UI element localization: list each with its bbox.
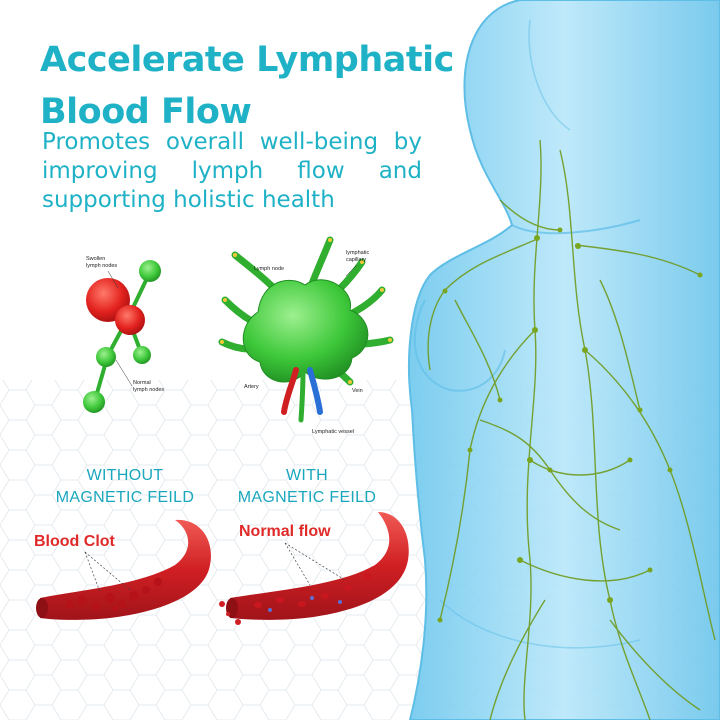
caption-without-field: WITHOUT MAGNETIC FEILD: [40, 465, 210, 509]
caption-without-line-2: MAGNETIC FEILD: [55, 489, 195, 506]
label-swollen-1: Swollen: [86, 256, 105, 262]
vessel-normal-flow: [219, 512, 409, 625]
label-normal-2: lymph nodes: [133, 387, 164, 393]
caption-with-line-1: WITH: [285, 467, 329, 484]
diagram-lymph-node-detail: Lymph node lymphatic capillary Artery Ve…: [218, 236, 394, 435]
subtitle: Promotes overall well-being by improving…: [42, 129, 422, 213]
caption-with-line-2: MAGNETIC FEILD: [237, 489, 377, 506]
caption-without-line-1: WITHOUT: [86, 467, 164, 484]
headline-line-1: Accelerate Lymphatic: [40, 40, 454, 80]
label-swollen-2: lymph nodes: [86, 263, 117, 269]
label-vein: Vein: [352, 388, 363, 394]
lymph-nodes-body: [437, 227, 703, 623]
label-blood-clot: Blood Clot: [34, 533, 115, 550]
label-lymph-node: Lymph node: [254, 266, 284, 272]
label-capillary-1: lymphatic: [346, 250, 369, 256]
label-normal-1: Normal: [133, 380, 151, 386]
vessel-with-clot: [36, 519, 211, 620]
label-normal-flow: Normal flow: [239, 523, 331, 540]
headline: Accelerate Lymphatic Blood Flow: [40, 34, 480, 138]
headline-line-2: Blood Flow: [40, 92, 252, 132]
caption-with-field: WITH MAGNETIC FEILD: [222, 465, 392, 509]
body-silhouette: [408, 0, 720, 720]
label-artery: Artery: [244, 384, 259, 390]
label-capillary-2: capillary: [346, 257, 366, 263]
diagram-lymph-nodes: Swollen lymph nodes Normal lymph nodes: [83, 256, 164, 413]
label-lymphatic-vessel: Lymphatic vessel: [312, 429, 354, 435]
